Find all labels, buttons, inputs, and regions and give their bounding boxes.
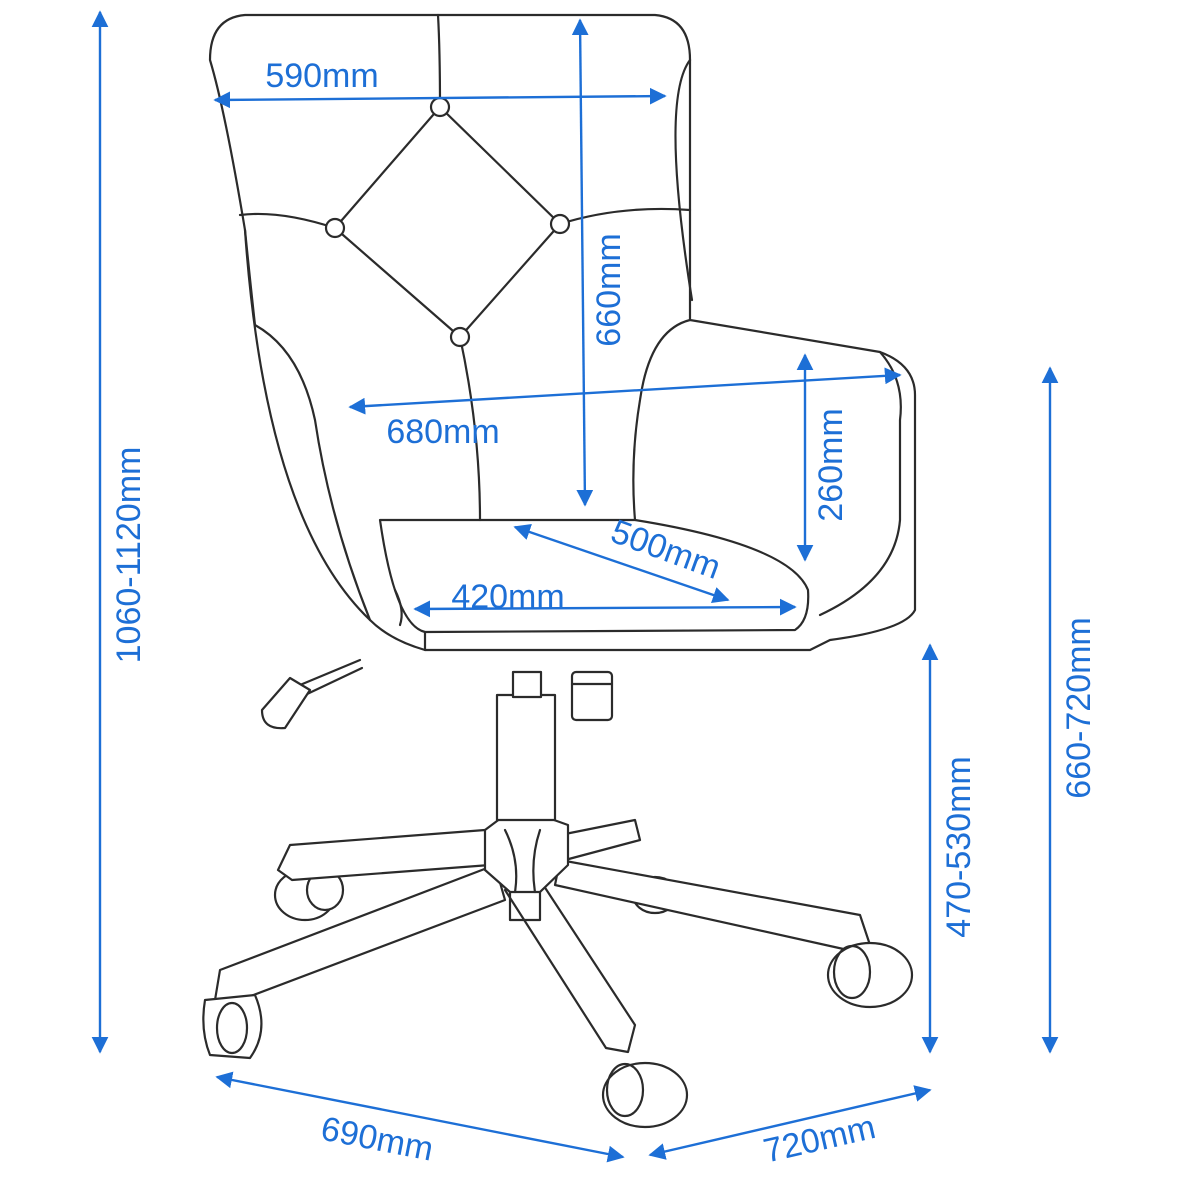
chair-base [213,813,872,1054]
dimension-base-depth: 720mm [648,1085,932,1171]
dimension-total-height: 1060-1120mm [91,10,148,1054]
dimension-overall-width: 680mm [348,367,902,451]
dimension-arm-height: 260mm [796,353,850,562]
height-lever [260,658,364,730]
label-arm-height: 260mm [812,408,850,521]
caster-front-center [601,1061,689,1129]
gas-lift [495,670,614,822]
label-seat-height: 470-530mm [940,756,978,937]
dimension-seat-width: 420mm [413,578,797,618]
label-overall-width: 680mm [386,413,499,451]
caster-front-right [826,941,914,1009]
caster-back-left [273,868,345,922]
dimension-base-width: 690mm [215,1071,625,1169]
chair-drawing [202,13,917,1129]
label-base-width: 690mm [318,1110,437,1169]
dimension-armrest-height: 660-720mm [1041,366,1098,1054]
label-base-depth: 720mm [760,1108,879,1171]
dimension-seat-height: 470-530mm [921,643,978,1054]
label-total-height: 1060-1120mm [110,447,148,664]
seat-shell [208,13,917,652]
dimension-backrest-height: 660mm [571,18,628,507]
label-backrest-width: 590mm [265,57,378,95]
caster-front-left [202,993,263,1060]
label-armrest-height: 660-720mm [1060,617,1098,798]
label-backrest-height: 660mm [590,233,628,346]
label-seat-width: 420mm [451,578,564,616]
